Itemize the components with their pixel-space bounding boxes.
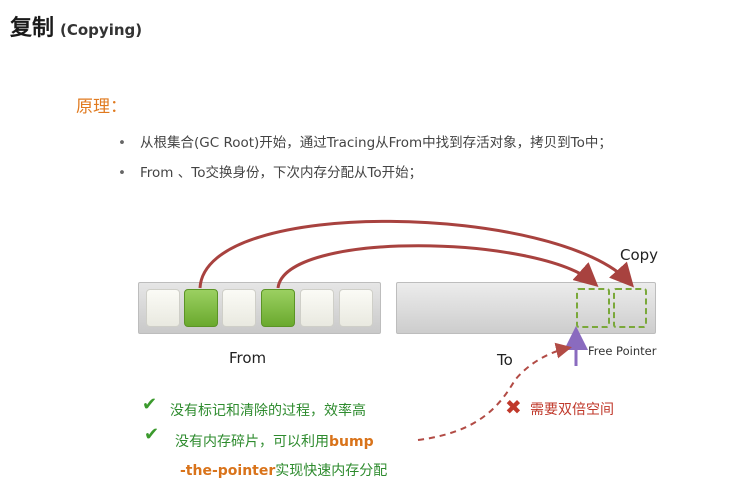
copy-label: Copy [620,246,659,264]
to-space [396,282,656,334]
check-icon: ✔ [142,394,158,415]
pro-item-3-bold: -the-pointer [180,463,276,479]
copy-arrow-outer [198,219,635,289]
from-cell-3 [222,289,256,327]
bullet-item-1: 从根集合(GC Root)开始，通过Tracing从From中找到存活对象，拷贝… [118,128,612,158]
from-label: From [229,349,267,367]
copied-object-2 [613,288,647,328]
con-item: 需要双倍空间 [530,402,614,418]
check-icon: ✔ [144,424,160,445]
from-cell-5 [300,289,334,327]
from-cell-2-live [184,289,218,327]
copy-arrow-inner [276,244,599,289]
pro-item-3: -the-pointer实现快速内存分配 [180,460,387,480]
pro-item-3-text: 实现快速内存分配 [275,463,388,479]
cross-icon: ✖ [505,395,522,419]
principle-list: 从根集合(GC Root)开始，通过Tracing从From中找到存活对象，拷贝… [118,128,612,188]
copied-object-1 [576,288,610,328]
from-cell-6 [339,289,373,327]
pro-item-2: 没有内存碎片，可以利用bump [175,431,374,451]
bullet-item-2: From 、To交换身份，下次内存分配从To开始； [118,158,612,188]
bump-pointer-dashed-arrow [417,342,572,441]
pro-item-2-text: 没有内存碎片，可以利用 [175,434,329,450]
title-main: 复制 [10,16,55,41]
to-label: To [497,351,513,369]
from-cell-4-live [261,289,295,327]
title-sub: (Copying) [60,21,143,39]
pro-item-1: 没有标记和清除的过程，效率高 [170,403,366,419]
pro-item-2-bold: bump [329,434,374,450]
free-pointer-label: Free Pointer [588,344,657,358]
principle-label: 原理： [76,97,127,117]
from-cell-1 [146,289,180,327]
page-title: 复制 (Copying) [10,10,142,42]
